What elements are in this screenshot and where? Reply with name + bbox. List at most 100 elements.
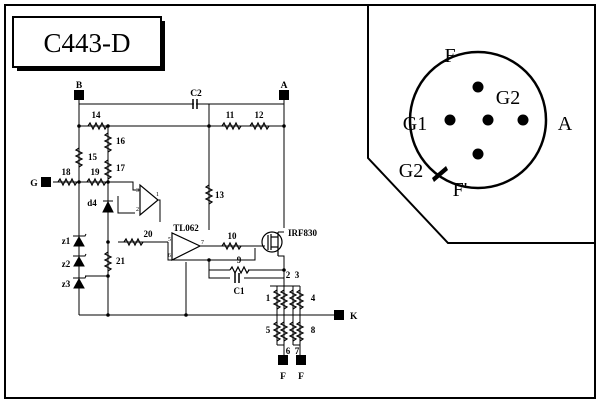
socket-label-g2-top: G2 xyxy=(496,87,520,109)
label-r11: 11 xyxy=(226,110,235,120)
label-r18: 18 xyxy=(62,167,72,177)
capacitors xyxy=(192,99,240,283)
pin-f-top xyxy=(472,81,484,93)
socket-label-g1: G1 xyxy=(403,113,427,135)
label-z2: z2 xyxy=(62,259,71,269)
title-box: C443-D xyxy=(12,16,165,71)
svg-text:5: 5 xyxy=(168,237,171,243)
resistor-19 xyxy=(86,177,107,187)
label-irf830: IRF830 xyxy=(288,228,317,238)
resistor-5 xyxy=(272,321,282,342)
label-r21: 21 xyxy=(116,256,126,266)
label-z3: z3 xyxy=(62,279,71,289)
socket-diagram: F G2 G1 A G2 F' xyxy=(399,45,573,201)
svg-text:1: 1 xyxy=(156,192,159,198)
resistor-1 xyxy=(272,289,282,310)
label-r4: 4 xyxy=(311,293,316,303)
label-r20: 20 xyxy=(144,229,154,239)
diagram-title: C443-D xyxy=(44,28,131,58)
pin-f-bottom xyxy=(472,148,484,160)
svg-text:2: 2 xyxy=(136,207,139,213)
terminal-k xyxy=(334,310,344,320)
terminal-a xyxy=(279,90,289,100)
svg-text:7: 7 xyxy=(201,240,204,246)
label-d4: d4 xyxy=(87,198,97,208)
label-r2: 2 xyxy=(286,270,291,280)
label-r17: 17 xyxy=(116,163,126,173)
label-r12: 12 xyxy=(255,110,265,120)
label-k: K xyxy=(350,312,358,322)
label-r16: 16 xyxy=(116,136,126,146)
socket-outline xyxy=(408,50,548,190)
resistor-4 xyxy=(295,289,305,310)
socket-label-g2-key: G2 xyxy=(399,160,423,182)
diode-d4 xyxy=(102,200,114,213)
resistor-10 xyxy=(221,241,242,251)
label-r7: 7 xyxy=(295,346,300,356)
label-c2: C2 xyxy=(190,89,202,99)
capacitor-c2 xyxy=(192,99,198,109)
resistor-3 xyxy=(288,289,298,310)
pin-g2-center xyxy=(482,114,494,126)
label-tl062: TL062 xyxy=(173,223,199,233)
resistor-17 xyxy=(103,159,113,180)
resistor-11 xyxy=(221,121,242,131)
label-f2: F xyxy=(298,372,304,382)
label-r1: 1 xyxy=(266,293,271,303)
terminal-f2 xyxy=(296,355,306,365)
label-r14: 14 xyxy=(92,110,102,120)
label-r19: 19 xyxy=(91,167,101,177)
resistor-16 xyxy=(103,132,113,153)
resistor-18 xyxy=(57,177,78,187)
pin-g1 xyxy=(444,114,456,126)
socket-label-f-top: F xyxy=(444,45,455,67)
label-r5: 5 xyxy=(266,325,271,335)
resistor-8 xyxy=(295,321,305,342)
mosfet-irf830 xyxy=(261,231,283,256)
label-c1: C1 xyxy=(234,286,245,296)
label-g: G xyxy=(30,179,38,189)
resistor-9 xyxy=(229,265,250,275)
label-f1: F xyxy=(280,372,286,382)
resistor-15 xyxy=(74,147,84,168)
label-z1: z1 xyxy=(62,236,71,246)
label-r8: 8 xyxy=(311,325,316,335)
resistors xyxy=(57,121,305,342)
opamp-u1a xyxy=(139,183,159,217)
pin-a xyxy=(517,114,529,126)
label-r10: 10 xyxy=(228,231,238,241)
zener-z1 xyxy=(73,233,87,247)
label-r6: 6 xyxy=(286,346,291,356)
svg-text:6: 6 xyxy=(168,253,171,259)
socket-label-a: A xyxy=(558,113,573,135)
opamp-u1b xyxy=(171,232,202,261)
svg-text:3: 3 xyxy=(136,188,139,194)
resistor-2 xyxy=(279,289,289,310)
socket-key-tab xyxy=(432,166,448,182)
zener-z3 xyxy=(73,275,87,289)
resistor-13 xyxy=(204,184,214,205)
resistor-14 xyxy=(87,121,108,131)
socket-panel-divider xyxy=(367,5,595,244)
terminal-f1 xyxy=(278,355,288,365)
terminal-g xyxy=(41,177,51,187)
label-r9: 9 xyxy=(237,255,242,265)
zener-z2 xyxy=(73,253,87,267)
opamp-pin-marks: 3 2 1 5 6 7 xyxy=(136,188,204,259)
resistor-20 xyxy=(123,237,144,247)
label-b: B xyxy=(76,81,83,91)
diodes xyxy=(73,200,114,289)
label-r3: 3 xyxy=(295,270,300,280)
capacitor-c1 xyxy=(234,273,240,283)
terminals xyxy=(41,90,344,365)
socket-label-f-bottom: F' xyxy=(453,179,468,201)
opamps xyxy=(139,183,202,261)
terminal-b xyxy=(74,90,84,100)
label-r13: 13 xyxy=(215,190,225,200)
label-r15: 15 xyxy=(88,152,98,162)
resistor-12 xyxy=(249,121,270,131)
resistor-21 xyxy=(103,251,113,272)
resistor-7 xyxy=(288,321,298,342)
